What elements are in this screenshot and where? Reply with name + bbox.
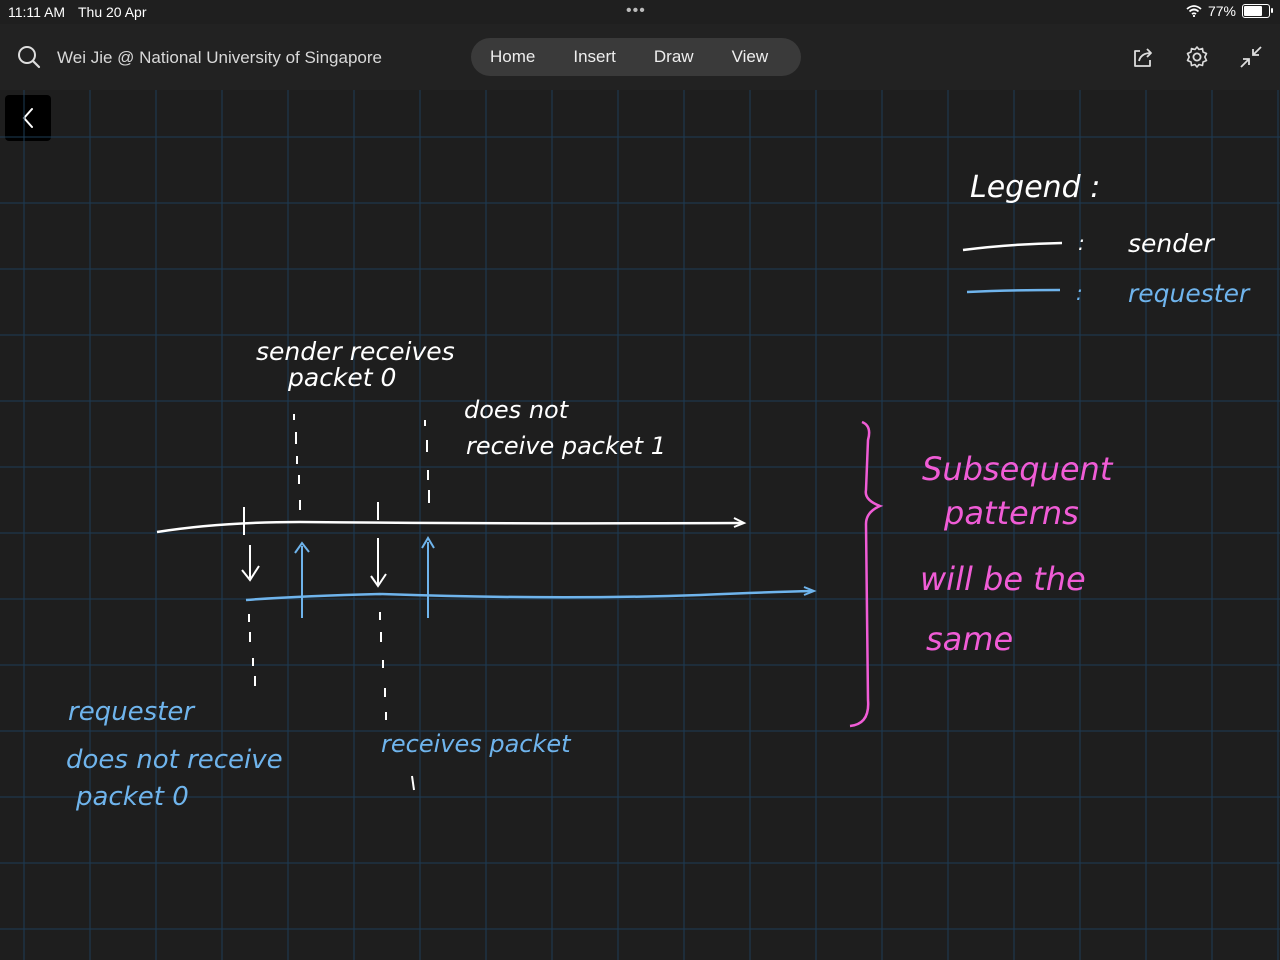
status-time: 11:11 AM (8, 4, 66, 20)
note-receives-packet: receives packet (381, 730, 572, 758)
requester-timeline (245, 536, 817, 791)
share-icon[interactable] (1130, 44, 1156, 70)
search-icon[interactable] (16, 44, 42, 70)
back-button[interactable] (5, 95, 51, 141)
legend-title: Legend : (970, 170, 1100, 205)
note-does-not-1: does not (464, 396, 570, 424)
tab-home[interactable]: Home (490, 47, 536, 66)
note-subsequent-4: same (926, 620, 1013, 658)
note-sender-receives-1: sender receives (256, 337, 455, 366)
subsequent-note: Subsequent patterns will be the same (849, 420, 1114, 728)
tab-insert[interactable]: Insert (573, 47, 616, 66)
collapse-icon[interactable] (1238, 44, 1264, 70)
note-subsequent-2: patterns (943, 494, 1079, 532)
multitasking-dots-icon[interactable]: ••• (626, 2, 646, 19)
status-bar: 11:11 AM Thu 20 Apr ••• 77% (0, 0, 1280, 24)
legend-colon-sender: : (1078, 231, 1085, 255)
battery-fill (1244, 6, 1262, 16)
curly-brace (849, 420, 884, 728)
status-date: Thu 20 Apr (78, 4, 147, 20)
legend: Legend : : sender : requester (962, 170, 1251, 308)
note-subsequent-3: will be the (920, 560, 1086, 598)
battery-percent: 77% (1207, 3, 1236, 19)
ribbon-tabs: Home Insert Draw View (471, 38, 801, 76)
tab-draw[interactable]: Draw (653, 47, 694, 66)
legend-sender-label: sender (1128, 229, 1216, 258)
legend-requester-line (966, 288, 1061, 294)
wifi-icon (1186, 5, 1202, 17)
notebook-title[interactable]: Wei Jie @ National University of Singapo… (57, 48, 382, 67)
sender-timeline (156, 414, 747, 588)
legend-colon-requester: : (1076, 281, 1083, 305)
toolbar: Wei Jie @ National University of Singapo… (0, 24, 1280, 90)
note-requester-1: requester (68, 697, 196, 727)
note-requester-3: packet 0 (75, 782, 189, 812)
drawing-canvas[interactable]: Legend : : sender : requester sender rec… (0, 90, 1280, 960)
grid-lines (0, 90, 1280, 960)
note-subsequent-1: Subsequent (922, 450, 1114, 488)
legend-requester-label: requester (1128, 279, 1251, 308)
requester-annotations: requester does not receive packet 0 rece… (66, 697, 572, 812)
sender-annotations: sender receives packet 0 does not receiv… (256, 337, 666, 460)
battery-icon (1242, 4, 1273, 18)
note-does-not-2: receive packet 1 (466, 432, 666, 460)
status-right: 77% (1186, 3, 1273, 19)
note-requester-2: does not receive (66, 745, 283, 775)
note-sender-receives-2: packet 0 (287, 363, 396, 392)
legend-sender-line (962, 241, 1063, 252)
gear-icon[interactable] (1184, 44, 1210, 70)
tab-view[interactable]: View (731, 47, 769, 66)
